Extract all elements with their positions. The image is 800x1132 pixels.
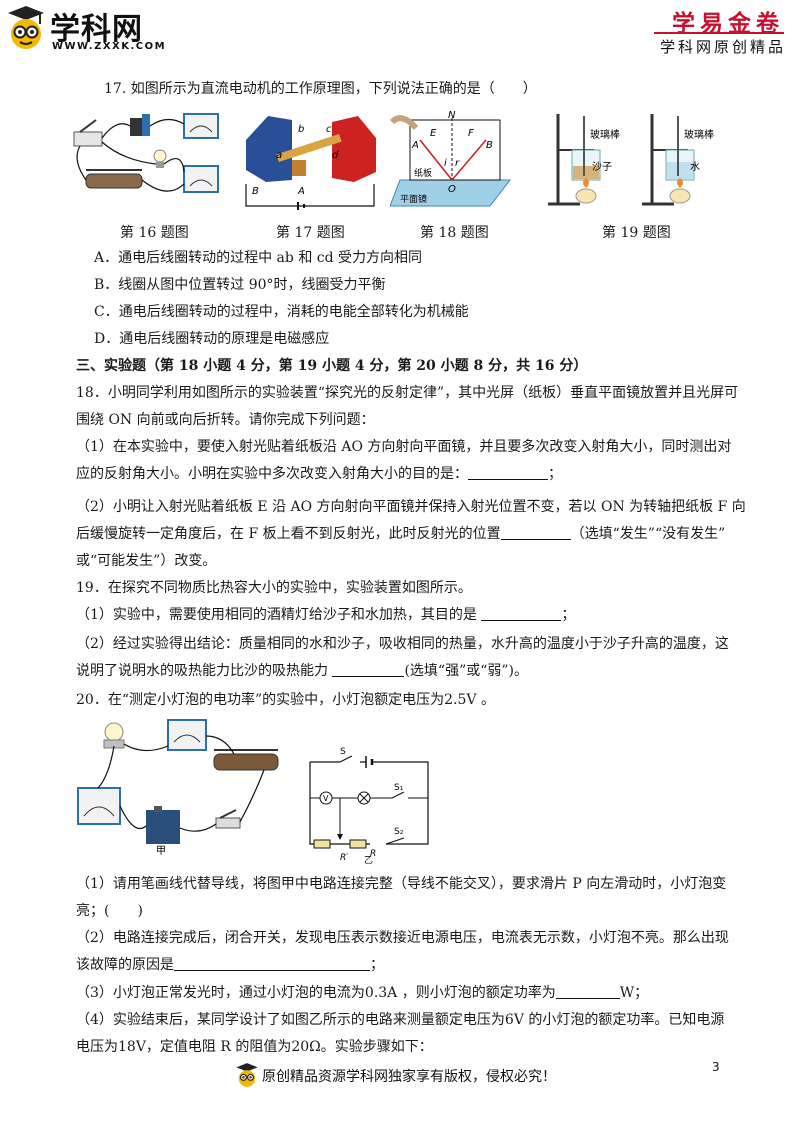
q18-part2-answer-blank[interactable] [500, 525, 571, 540]
q20-line-7: 电压为18V，定值电阻 R 的阻值为20Ω。实验步骤如下： [76, 1039, 433, 1055]
q18-part1-end: ； [548, 466, 562, 482]
fig18-label-A: A [411, 140, 419, 151]
footer-copyright: 原创精品资源学科网独家享有版权，侵权必究！ [262, 1069, 556, 1085]
fig18-label-board: 纸板 [414, 167, 432, 179]
q20-line-2: 亮；( ) [76, 903, 143, 919]
q20-line-4: 该故障的原因是 ； [76, 955, 384, 975]
q18-line-1: 18．小明同学利用如图所示的实验装置“探究光的反射定律”，其中光屏（纸板）垂直平… [76, 385, 739, 401]
q20-part3-answer-blank[interactable] [555, 984, 620, 999]
fig18-label-B: B [486, 140, 493, 151]
logo-url: WWW.ZXXK.COM [52, 41, 167, 52]
q20-part3-unit: W； [619, 985, 649, 1001]
q20-line-3: （2）电路连接完成后，闭合开关，发现电压表示数接近电源电压，电流表无示数，小灯泡… [76, 930, 729, 946]
mascot-logo-icon [8, 6, 44, 49]
caption-fig18: 第 18 题图 [420, 225, 489, 241]
brand-underline [654, 32, 784, 34]
fig18-label-O: O [448, 184, 456, 195]
q17-option-c: C．通电后线圈转动的过程中，消耗的电能全部转化为机械能 [94, 304, 469, 320]
q18-line-4: 应的反射角大小。小明在实验中多次改变入射角大小的目的是： ； [76, 464, 562, 484]
figure-19-heating: 玻璃棒 沙子 玻璃棒 水 [548, 114, 714, 206]
q20-part2-end: ； [370, 957, 384, 973]
fig18-label-F: F [468, 128, 474, 139]
q18-part1-answer-blank[interactable] [468, 465, 548, 480]
fig20-label-yi: 乙 [364, 855, 373, 864]
fig17-label-b: b [298, 124, 304, 135]
q20-part2-answer-blank[interactable] [174, 956, 370, 971]
page-number: 3 [712, 1060, 720, 1074]
q19-part1-end: ； [561, 607, 576, 623]
q17-stem: 17. 如图所示为直流电动机的工作原理图，下列说法正确的是（ ） [104, 81, 537, 97]
q20-part3-text: （3）小灯泡正常发光时，通过小灯泡的电流为0.3A ，则小灯泡的额定功率为 [76, 985, 556, 1001]
fig19-label-rod-1: 玻璃棒 [590, 128, 620, 141]
q19-line-2: （1）实验中，需要使用相同的酒精灯给沙子和水加热，其目的是 ； [76, 605, 575, 625]
fig20-label-R: R [370, 849, 376, 859]
brand-title: 学易金卷 [672, 10, 784, 37]
fig20-label-S: S [340, 747, 346, 757]
fig19-label-sand: 沙子 [592, 161, 612, 173]
caption-fig16: 第 16 题图 [120, 225, 189, 241]
q19-part2-hint: (选填“强”或“弱”)。 [404, 663, 529, 679]
q18-line-3: （1）在本实验中，要使入射光贴着纸板沿 AO 方向射向平面镜，并且要多次改变入射… [76, 439, 732, 455]
fig18-label-N: N [448, 110, 456, 121]
q19-line-4: 说明了说明水的吸热能力比沙的吸热能力 (选填“强”或“弱”)。 [76, 661, 528, 681]
q19-part1-answer-blank[interactable] [481, 606, 562, 621]
fig17-label-B: B [252, 186, 259, 197]
q18-line-5: （2）小明让入射光贴着纸板 E 沿 AO 方向射向平面镜并保持入射光位置不变，若… [76, 499, 746, 515]
caption-fig17: 第 17 题图 [276, 225, 345, 241]
figure-18-reflection: N E F A B i r O 纸板 平面镜 [390, 110, 512, 207]
q18-line-2: 围绕 ON 向前或向后折转。请你完成下列问题： [76, 412, 375, 428]
fig17-label-A: A [297, 186, 305, 197]
q19-part2-answer-blank[interactable] [332, 662, 405, 677]
page-header: 学科网 WWW.ZXXK.COM 学易金卷 学科网原创精品 [0, 0, 800, 70]
section-3-title: 三、实验题（第 18 小题 4 分，第 19 小题 4 分，第 20 小题 8 … [76, 358, 588, 374]
fig19-label-water: 水 [690, 161, 700, 173]
q20-part2-text: 该故障的原因是 [76, 957, 174, 973]
fig17-label-c: c [326, 124, 332, 135]
fig17-label-d: d [332, 150, 339, 161]
fig18-label-mirror: 平面镜 [400, 193, 427, 205]
figure-20-apparatus: 甲 [77, 719, 279, 856]
q20-stem: 20．在“测定小灯泡的电功率”的实验中，小灯泡额定电压为2.5V 。 [76, 692, 495, 708]
fig20-label-S1: S₁ [394, 783, 404, 793]
q20-line-5: （3）小灯泡正常发光时，通过小灯泡的电流为0.3A ，则小灯泡的额定功率为 W； [76, 983, 648, 1003]
figure-17-motor: a b c d B A [245, 116, 376, 210]
logo-text: 学科网 [50, 12, 143, 47]
fig20-label-R-prime: R′ [340, 853, 348, 863]
fig19-label-rod-2: 玻璃棒 [684, 128, 714, 141]
q19-line-3: （2）经过实验得出结论：质量相同的水和沙子，吸收相同的热量，水升高的温度小于沙子… [76, 636, 729, 652]
fig18-label-i: i [444, 158, 447, 169]
figure-20-circuit-diagram: S V S₁ R′ R S₂ 乙 [309, 747, 429, 864]
fig20-label-V: V [323, 794, 329, 803]
q20-line-1: （1）请用笔画线代替导线，将图甲中电路连接完整（导线不能交叉），要求滑片 P 向… [76, 876, 727, 892]
fig18-label-r: r [455, 158, 460, 169]
q18-line-7: 或“可能发生”）改变。 [76, 553, 217, 569]
q17-option-b: B．线圈从图中位置转过 90°时，线圈受力平衡 [94, 277, 386, 293]
footer-mascot-icon [236, 1063, 258, 1087]
fig20-label-jia: 甲 [156, 846, 166, 856]
fig17-label-a: a [276, 150, 282, 161]
q17-option-a: A．通电后线圈转动的过程中 ab 和 cd 受力方向相同 [94, 250, 423, 266]
q17-option-d: D．通电后线圈转动的原理是电磁感应 [94, 331, 330, 347]
q18-line-6: 后缓慢旋转一定角度后，在 F 板上看不到反射光，此时反射光的位置 （选填“发生”“… [76, 524, 725, 544]
q18-part2-text: 后缓慢旋转一定角度后，在 F 板上看不到反射光，此时反射光的位置 [76, 526, 501, 542]
q18-part2-hint: （选填“发生”“没有发生” [570, 526, 726, 542]
q18-part1-text: 应的反射角大小。小明在实验中多次改变入射角大小的目的是： [76, 466, 468, 482]
brand-subtitle: 学科网原创精品 [660, 38, 787, 56]
q19-part1-text: （1）实验中，需要使用相同的酒精灯给沙子和水加热，其目的是 [76, 607, 482, 623]
q19-line-1: 19．在探究不同物质比热容大小的实验中，实验装置如图所示。 [76, 580, 472, 596]
q19-part2-text: 说明了说明水的吸热能力比沙的吸热能力 [76, 663, 333, 679]
fig18-label-E: E [430, 128, 437, 139]
caption-fig19: 第 19 题图 [602, 225, 671, 241]
fig20-label-S2: S₂ [394, 827, 404, 837]
figure-16-circuit [73, 113, 219, 193]
q20-line-6: （4）实验结束后，某同学设计了如图乙所示的电路来测量额定电压为6V 的小灯泡的额… [76, 1012, 725, 1028]
